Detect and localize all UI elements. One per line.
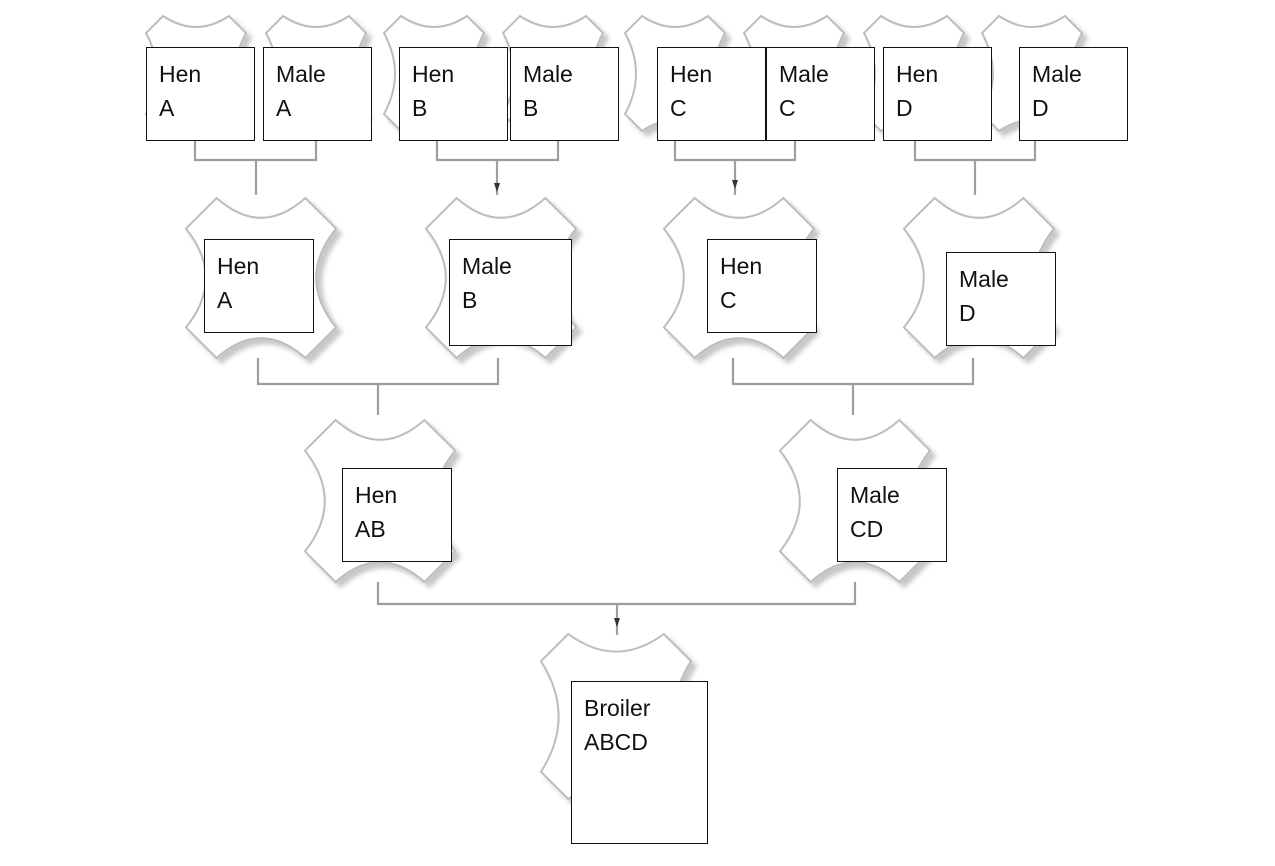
line-letter: A — [217, 287, 233, 313]
connector-pair-a — [193, 140, 318, 162]
parent-line: B — [523, 95, 539, 121]
parent-role: Male — [276, 61, 326, 87]
connector-arrow-markers — [494, 180, 738, 627]
parent-role: Hen — [896, 61, 939, 87]
connector-abcd — [376, 582, 857, 606]
line-role: Hen — [217, 253, 260, 279]
line-role: Male — [462, 253, 512, 279]
cross-line: AB — [355, 516, 386, 542]
parent-box-hen-a: Hen A — [146, 47, 255, 141]
parent-role: Male — [1032, 61, 1082, 87]
cross-box-male-cd: Male CD — [837, 468, 947, 562]
parent-line: A — [159, 95, 175, 121]
parent-role: Hen — [159, 61, 202, 87]
connector-pair-d — [913, 140, 1037, 162]
arrow-marker — [494, 183, 500, 192]
parent-box-male-b: Male B — [510, 47, 619, 141]
parent-box-hen-b: Hen B — [399, 47, 508, 141]
parent-box-male-d: Male D — [1019, 47, 1128, 141]
connector-ab — [256, 358, 500, 386]
connector-pair-c — [673, 140, 797, 162]
parent-line: D — [1032, 95, 1049, 121]
line-role: Male — [959, 266, 1009, 292]
connector-pair-b — [435, 140, 560, 162]
line-role: Hen — [720, 253, 763, 279]
parent-role: Hen — [412, 61, 455, 87]
cross-line: CD — [850, 516, 884, 542]
parent-line: A — [276, 95, 292, 121]
line-box-hen-a: Hen A — [204, 239, 314, 333]
line-letter: B — [462, 287, 478, 313]
connector-cd — [731, 358, 975, 386]
parent-line: C — [779, 95, 796, 121]
parent-line: B — [412, 95, 428, 121]
parent-line: C — [670, 95, 687, 121]
parent-box-hen-d: Hen D — [883, 47, 992, 141]
parent-role: Male — [523, 61, 573, 87]
parent-role: Hen — [670, 61, 713, 87]
broiler-box-abcd: Broiler ABCD — [571, 681, 708, 844]
line-letter: C — [720, 287, 737, 313]
broiler-role: Broiler — [584, 695, 651, 721]
parent-box-male-a: Male A — [263, 47, 372, 141]
cross-box-hen-ab: Hen AB — [342, 468, 452, 562]
arrow-marker — [614, 618, 620, 627]
parent-line: D — [896, 95, 913, 121]
cross-role: Hen — [355, 482, 398, 508]
parent-role: Male — [779, 61, 829, 87]
parent-box-hen-c: Hen C — [657, 47, 766, 141]
line-box-male-d: Male D — [946, 252, 1056, 346]
broiler-line: ABCD — [584, 729, 648, 755]
parent-box-male-c: Male C — [766, 47, 875, 141]
line-box-male-b: Male B — [449, 239, 572, 346]
arrow-marker — [732, 180, 738, 189]
cross-role: Male — [850, 482, 900, 508]
line-letter: D — [959, 300, 976, 326]
line-box-hen-c: Hen C — [707, 239, 817, 333]
